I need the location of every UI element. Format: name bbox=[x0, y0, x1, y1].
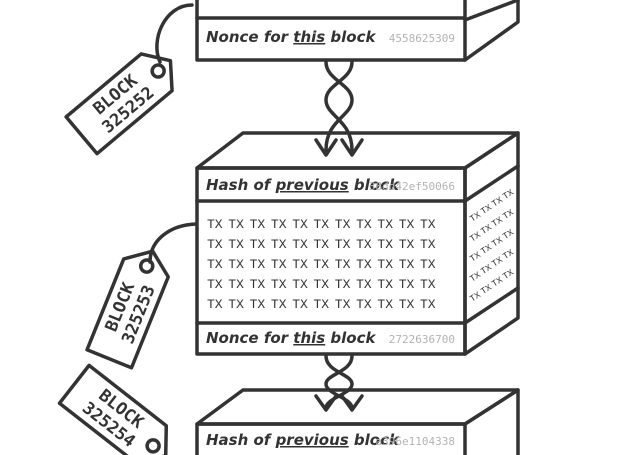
tx-item: TX bbox=[420, 257, 436, 272]
block-front-face bbox=[195, 422, 467, 455]
tx-item: TX bbox=[314, 297, 330, 312]
tx-item: TX bbox=[250, 257, 266, 272]
prev-hash-value: a396e1104338 bbox=[376, 435, 455, 448]
tx-item: TX bbox=[377, 257, 393, 272]
block-side-face bbox=[463, 388, 520, 455]
tx-item: TX bbox=[292, 297, 308, 312]
tx-item: TX bbox=[420, 297, 436, 312]
tx-item: TX bbox=[314, 277, 330, 292]
tx-item: TX bbox=[250, 217, 266, 232]
tx-item: TX bbox=[335, 217, 351, 232]
tx-item: TX bbox=[207, 277, 223, 292]
tx-item: TX bbox=[228, 217, 244, 232]
block-tag-325254: BLOCK325254 bbox=[57, 363, 169, 455]
block-325252: Nonce for this block 4558625309 bbox=[195, 0, 520, 62]
tx-item: TX bbox=[207, 297, 223, 312]
tx-item: TX bbox=[271, 257, 287, 272]
tag-outline bbox=[64, 52, 174, 156]
tx-item-side: TX bbox=[501, 227, 516, 242]
tx-item: TX bbox=[399, 217, 415, 232]
tx-item: TX bbox=[271, 277, 287, 292]
tx-item: TX bbox=[228, 257, 244, 272]
tag-text: BLOCK325252 bbox=[86, 68, 159, 138]
tx-item-side: TX bbox=[501, 247, 516, 262]
block-top-front bbox=[195, 0, 467, 62]
tx-item: TX bbox=[292, 277, 308, 292]
tag-outline bbox=[85, 249, 170, 370]
tx-item-side: TX bbox=[501, 187, 516, 202]
nonce-label: Nonce for this block bbox=[206, 28, 377, 46]
side-divider-bottom bbox=[463, 286, 520, 325]
tx-item-side: TX bbox=[501, 207, 516, 222]
block-325254: Hash of previous block a396e1104338 bbox=[195, 388, 520, 455]
block-top-side-edge bbox=[463, 0, 520, 22]
tx-item: TX bbox=[271, 297, 287, 312]
tx-item: TX bbox=[292, 217, 308, 232]
tx-item: TX bbox=[356, 257, 372, 272]
tag-outline bbox=[57, 363, 169, 455]
tag-text: BLOCK325253 bbox=[100, 275, 160, 347]
tx-item: TX bbox=[420, 277, 436, 292]
tx-item: TX bbox=[356, 297, 372, 312]
tx-item: TX bbox=[228, 297, 244, 312]
nonce-label: Nonce for this block bbox=[206, 329, 377, 347]
chain-connector-2 bbox=[314, 354, 364, 412]
tx-item: TX bbox=[250, 297, 266, 312]
transactions-grid: TX TX TX TX TX TX TX TX TX TX TX TX TX TX TX TX TX TX TX TX… bbox=[207, 217, 436, 312]
nonce-value: 4558625309 bbox=[389, 32, 455, 45]
tx-item: TX bbox=[271, 237, 287, 252]
tx-item: TX bbox=[377, 297, 393, 312]
tx-item: TX bbox=[420, 217, 436, 232]
tx-item: TX bbox=[207, 217, 223, 232]
block-tag-325253: BLOCK325253 bbox=[85, 222, 198, 370]
tx-item: TX bbox=[314, 237, 330, 252]
tx-item: TX bbox=[356, 277, 372, 292]
tx-item: TX bbox=[377, 217, 393, 232]
tx-item-side: TX bbox=[501, 267, 516, 282]
chain-connector-1 bbox=[314, 60, 364, 157]
tx-item: TX bbox=[292, 257, 308, 272]
tx-item: TX bbox=[292, 237, 308, 252]
tx-item: TX bbox=[314, 257, 330, 272]
tx-item: TX bbox=[335, 297, 351, 312]
block-tag-325252: BLOCK325252 bbox=[64, 3, 194, 156]
prev-hash-value: 38dd42ef50066 bbox=[369, 180, 455, 193]
prev-hash-label: Hash of previous block bbox=[206, 431, 400, 449]
tx-item: TX bbox=[228, 277, 244, 292]
tx-item: TX bbox=[207, 237, 223, 252]
nonce-value: 2722636700 bbox=[389, 333, 455, 346]
tx-item: TX bbox=[399, 257, 415, 272]
block-top-side bbox=[463, 0, 520, 62]
tx-item: TX bbox=[207, 257, 223, 272]
prev-hash-label: Hash of previous block bbox=[206, 176, 400, 194]
tx-item: TX bbox=[420, 237, 436, 252]
tx-item: TX bbox=[377, 277, 393, 292]
tag-text: BLOCK325254 bbox=[78, 382, 151, 451]
tx-item: TX bbox=[228, 237, 244, 252]
tag-hole bbox=[138, 258, 155, 274]
tx-item: TX bbox=[335, 237, 351, 252]
tx-item: TX bbox=[399, 237, 415, 252]
block-front-face bbox=[195, 166, 467, 356]
tx-item: TX bbox=[335, 257, 351, 272]
tx-item: TX bbox=[356, 217, 372, 232]
tx-item: TX bbox=[399, 297, 415, 312]
tx-item: TX bbox=[271, 217, 287, 232]
tag-string bbox=[155, 3, 194, 64]
tag-hole bbox=[150, 63, 166, 79]
tx-item: TX bbox=[377, 237, 393, 252]
side-divider-top bbox=[463, 164, 520, 203]
tx-item: TX bbox=[314, 217, 330, 232]
tx-item: TX bbox=[250, 237, 266, 252]
tx-item: TX bbox=[399, 277, 415, 292]
tag-hole bbox=[145, 438, 161, 454]
tx-item: TX bbox=[356, 237, 372, 252]
tx-item: TX bbox=[250, 277, 266, 292]
tx-item: TX bbox=[335, 277, 351, 292]
tag-string bbox=[148, 222, 198, 264]
